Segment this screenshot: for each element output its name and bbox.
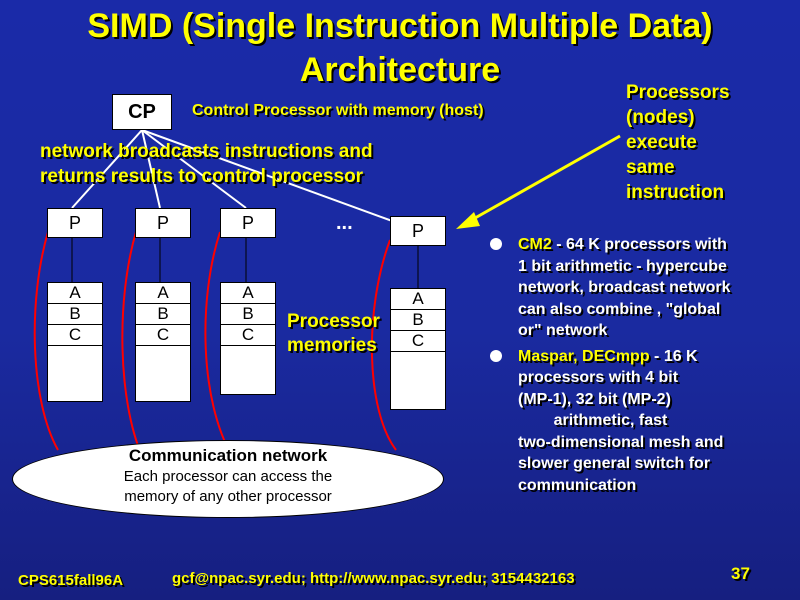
callout-line: (nodes)	[626, 107, 695, 128]
bullet-text: communication	[518, 476, 637, 494]
bullet-cm2: CM2 - 64 K processors with 1 bit arithme…	[490, 234, 790, 342]
bullet-dot-icon	[490, 349, 502, 362]
processor-box-2: P	[135, 208, 191, 238]
bullet-text: processors with 4 bit	[518, 369, 679, 386]
memory-row-a: A	[221, 283, 275, 304]
memory-row-b: B	[391, 310, 445, 331]
memory-row-a: A	[48, 283, 102, 304]
bullet-text: slower general switch for	[518, 455, 711, 472]
processor-label: P	[411, 221, 424, 241]
memory-row-b: B	[48, 304, 102, 325]
slide-title-line1: SIMD (Single Instruction Multiple Data)	[87, 7, 713, 45]
processor-ellipsis: ...	[336, 212, 353, 234]
slide-title-line2: Architecture	[299, 51, 501, 89]
bullet-text: can also combine , "global	[518, 300, 721, 318]
bullet-dot-icon	[490, 238, 502, 250]
bullet-text: 1 bit arithmetic - hypercube	[518, 257, 727, 275]
processor-label: P	[156, 213, 169, 233]
bullet-text: two-dimensional mesh and	[518, 433, 724, 451]
processor-label: P	[241, 213, 254, 233]
memory-row-a: A	[391, 289, 445, 310]
callout-line: same	[626, 157, 675, 178]
bullet-text: network, broadcast network	[518, 279, 731, 296]
bullet-text: - 64 K processors with	[551, 236, 727, 253]
callout-text: Processors (nodes) execute same instruct…	[626, 80, 730, 205]
processor-box-1: P	[47, 208, 103, 238]
cp-box: CP	[112, 94, 172, 130]
memory-box-1: A B C	[47, 282, 103, 402]
cp-label: CP	[128, 101, 156, 123]
bullet-text: arithmetic, fast	[518, 412, 668, 429]
footer-contact: gcf@npac.syr.edu; http://www.npac.syr.ed…	[172, 570, 575, 587]
bullet-highlight: Maspar, DECmpp	[518, 347, 650, 365]
page-number: 37	[731, 564, 750, 583]
memory-box-4: A B C	[390, 288, 446, 410]
network-caption-line1: network broadcasts instructions and	[40, 141, 373, 162]
comm-network-line1: Each processor can access the	[123, 468, 333, 485]
processor-memories-label: Processor memories	[287, 310, 380, 358]
callout-line: execute	[626, 132, 697, 153]
broadcast-lines	[71, 129, 396, 223]
footer-course-id: CPS615fall96A	[18, 572, 124, 589]
bullet-text: - 16 K	[649, 347, 698, 365]
memory-box-2: A B C	[135, 282, 191, 402]
bullet-list: CM2 - 64 K processors with 1 bit arithme…	[490, 234, 790, 500]
memories-label-line1: Processor	[287, 311, 380, 332]
memory-row-b: B	[221, 304, 275, 325]
bullet-text: (MP-1), 32 bit (MP-2)	[518, 390, 671, 408]
memory-row-c: C	[391, 331, 445, 352]
callout-line: Processors	[626, 82, 730, 103]
memory-row-c: C	[221, 325, 275, 346]
red-brackets	[33, 231, 397, 457]
callout-arrow	[456, 134, 621, 229]
communication-network: Communication network Each processor can…	[12, 440, 444, 518]
memories-label-line2: memories	[287, 335, 377, 356]
network-caption-line2: returns results to control processor	[40, 166, 364, 187]
processor-label: P	[68, 213, 81, 233]
memory-row-a: A	[136, 283, 190, 304]
comm-network-title: Communication network	[128, 446, 328, 465]
processor-box-3: P	[220, 208, 276, 238]
processor-box-4: P	[390, 216, 446, 246]
cp-description: Control Processor with memory (host)	[192, 102, 484, 119]
memory-row-c: C	[48, 325, 102, 346]
bullet-text: or" network	[518, 322, 608, 339]
memory-row-b: B	[136, 304, 190, 325]
bullet-maspar: Maspar, DECmpp - 16 K processors with 4 …	[490, 346, 790, 497]
bullet-highlight: CM2	[518, 236, 552, 253]
p-memory-connectors	[71, 238, 419, 288]
memory-box-3: A B C	[220, 282, 276, 395]
memory-row-c: C	[136, 325, 190, 346]
callout-line: instruction	[626, 182, 725, 203]
comm-network-line2: memory of any other processor	[124, 488, 332, 505]
